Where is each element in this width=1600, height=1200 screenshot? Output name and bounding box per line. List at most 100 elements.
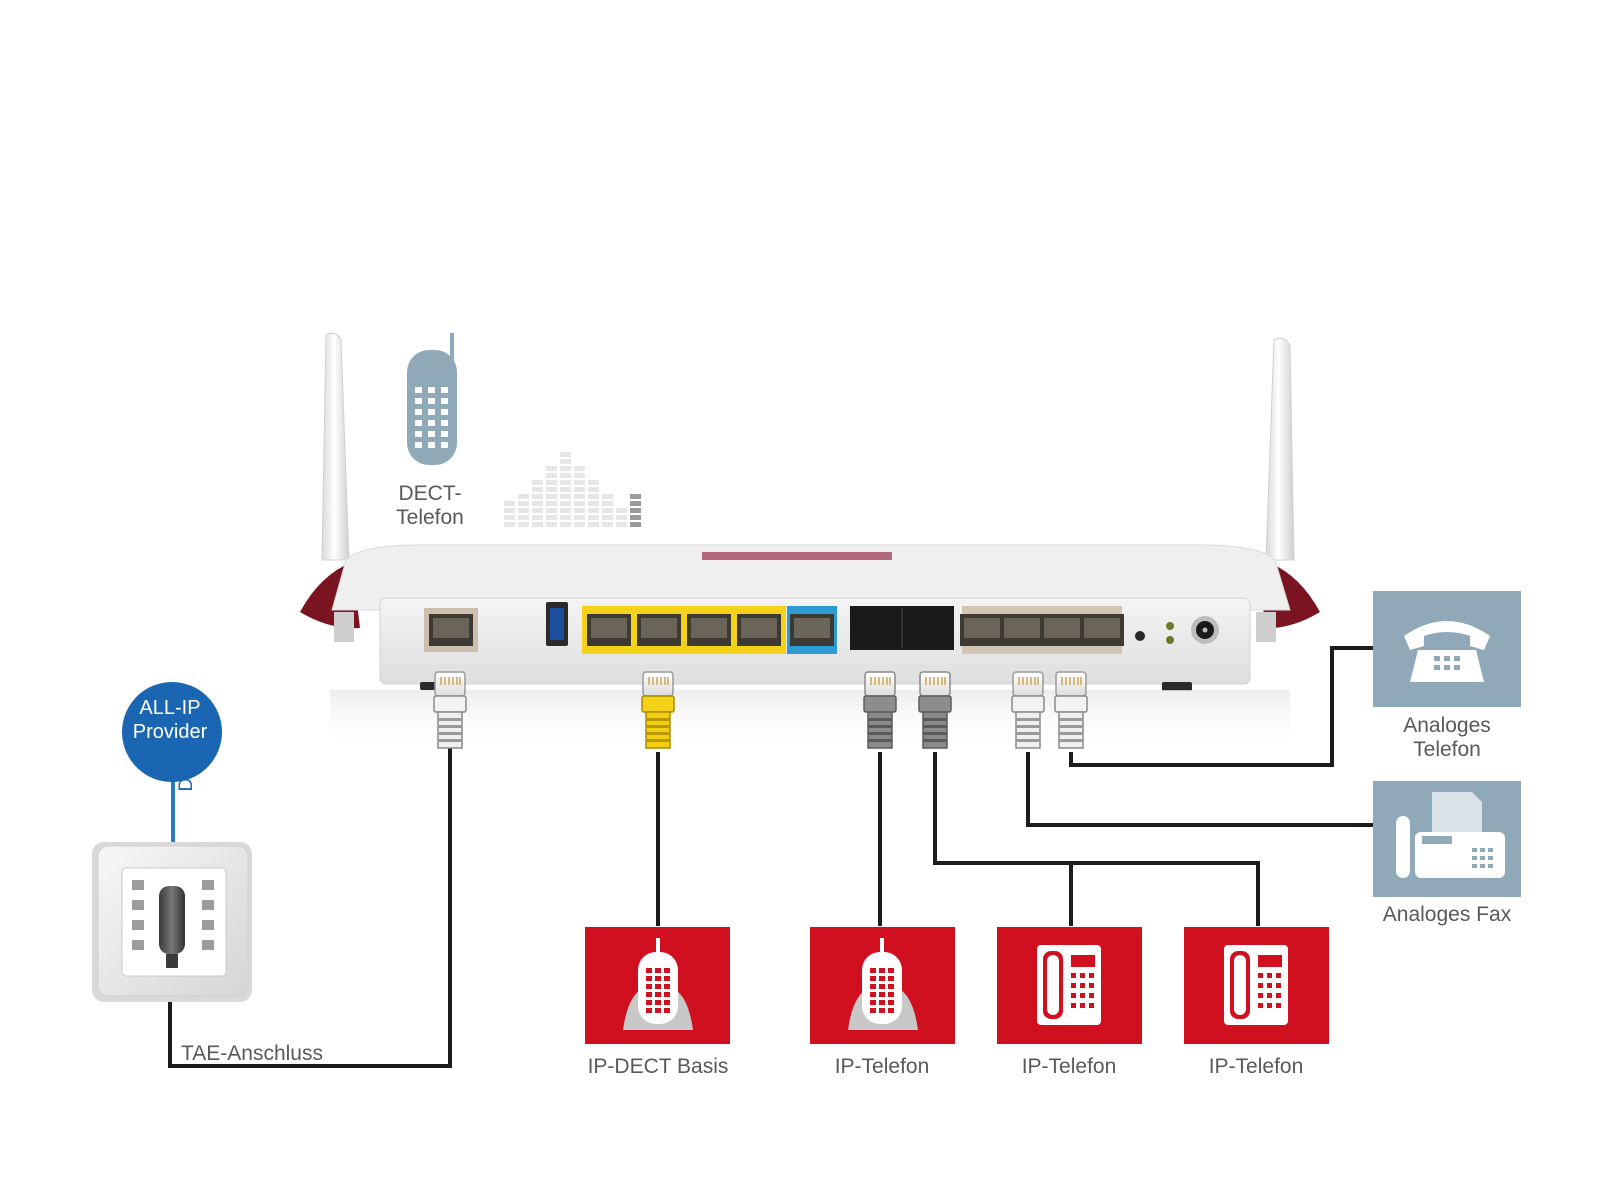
cable-analog-fax xyxy=(1026,752,1373,827)
signal-bar-segment xyxy=(546,501,557,506)
cordless-phone-icon xyxy=(407,333,457,465)
label-provider-line-1: ALL-IP xyxy=(139,697,201,719)
fon-ports xyxy=(960,606,1124,654)
signal-bar-segment xyxy=(546,473,557,478)
ip-phone-2-icon xyxy=(997,927,1142,1044)
label-dect-phone: DECT- Telefon xyxy=(385,482,475,530)
signal-bar-segment xyxy=(574,522,585,527)
signal-bar-segment xyxy=(504,522,515,527)
signal-bar-segment xyxy=(588,522,599,527)
signal-bar-segment xyxy=(560,508,571,513)
label-provider: ALL-IP Provider xyxy=(120,696,220,744)
wan-port xyxy=(787,606,837,654)
signal-bar-segment xyxy=(616,508,627,513)
plug-fon-2 xyxy=(1054,671,1088,749)
signal-bar-segment xyxy=(588,480,599,485)
signal-bar-segment xyxy=(560,522,571,527)
signal-bar-segment xyxy=(532,501,543,506)
antenna-right xyxy=(1265,337,1295,561)
signal-bar-segment xyxy=(532,487,543,492)
signal-bar-segment xyxy=(602,508,613,513)
signal-bar-segment xyxy=(630,508,641,513)
plug-isdn-2 xyxy=(918,671,952,749)
label-analog-phone: Analoges Telefon xyxy=(1372,714,1522,762)
reset-button xyxy=(1135,631,1145,641)
ip-dect-basis-icon xyxy=(585,927,730,1044)
signal-bar-segment xyxy=(574,466,585,471)
signal-bar-segment xyxy=(546,487,557,492)
analog-telephone-icon xyxy=(1373,591,1521,707)
signal-bar-segment xyxy=(574,501,585,506)
cables xyxy=(168,646,1373,1068)
signal-bar-segment xyxy=(518,508,529,513)
label-ip-dect-basis: IP-DECT Basis xyxy=(587,1055,729,1078)
signal-bar-segment xyxy=(630,515,641,520)
signal-bar-segment xyxy=(602,522,613,527)
signal-bar-segment xyxy=(574,473,585,478)
ip-phone-3-icon xyxy=(1184,927,1329,1044)
signal-bar-segment xyxy=(546,466,557,471)
signal-bar-segment xyxy=(588,501,599,506)
signal-bar-segment xyxy=(630,522,641,527)
signal-bar-segment xyxy=(518,501,529,506)
signal-bar-segment xyxy=(560,494,571,499)
lan-ports xyxy=(582,606,786,654)
label-analog-phone-line-1: Analoges xyxy=(1403,714,1491,737)
plug-fon-1 xyxy=(1011,671,1045,749)
signal-bar-segment xyxy=(616,515,627,520)
signal-bar-segment xyxy=(574,508,585,513)
signal-bar-segment xyxy=(518,522,529,527)
provider-circle xyxy=(122,682,222,782)
label-ip-phone-1: IP-Telefon xyxy=(834,1055,930,1078)
signal-bar-segment xyxy=(560,459,571,464)
tae-socket xyxy=(92,842,252,1002)
label-analog-phone-line-2: Telefon xyxy=(1413,738,1481,761)
signal-bar-segment xyxy=(588,515,599,520)
label-provider-line-2: Provider xyxy=(132,721,208,743)
signal-bar-segment xyxy=(504,515,515,520)
signal-bar-segment xyxy=(546,480,557,485)
label-analog-fax: Analoges Fax xyxy=(1382,903,1512,926)
dsl-port xyxy=(424,608,478,652)
signal-bar-segment xyxy=(504,501,515,506)
signal-bar-segment xyxy=(602,515,613,520)
cable-analog-phone xyxy=(1069,646,1373,767)
signal-bar-segment xyxy=(532,522,543,527)
signal-bar-segment xyxy=(574,480,585,485)
signal-bar-segment xyxy=(560,480,571,485)
signal-bar-segment xyxy=(588,508,599,513)
fax-machine-icon xyxy=(1373,781,1521,897)
signal-bar-segment xyxy=(630,501,641,506)
label-dect-phone-line-1: DECT- xyxy=(398,482,462,505)
plug-dsl xyxy=(433,671,467,749)
signal-bar-segment xyxy=(560,501,571,506)
signal-bar-segment xyxy=(588,494,599,499)
signal-bar-segment xyxy=(546,522,557,527)
signal-bar-segment xyxy=(560,515,571,520)
label-ip-phone-3: IP-Telefon xyxy=(1208,1055,1304,1078)
signal-bar-segment xyxy=(532,480,543,485)
signal-bar-segment xyxy=(560,452,571,457)
signal-bar-segment xyxy=(588,487,599,492)
antenna-left xyxy=(321,332,350,561)
router xyxy=(300,332,1320,750)
isdn-ports xyxy=(850,606,954,650)
label-dsl: DSL xyxy=(176,754,197,792)
signal-bar-segment xyxy=(518,515,529,520)
signal-bar-segment xyxy=(546,494,557,499)
signal-bar-segment xyxy=(546,508,557,513)
usb-port xyxy=(546,602,568,646)
cable-dsl-to-tae xyxy=(168,745,452,1068)
signal-bar-segment xyxy=(532,515,543,520)
signal-bar-segment xyxy=(574,494,585,499)
signal-bar-segment xyxy=(630,494,641,499)
label-ip-phone-2: IP-Telefon xyxy=(1021,1055,1117,1078)
signal-bar-segment xyxy=(560,487,571,492)
signal-bar-segment xyxy=(602,494,613,499)
tae-plug xyxy=(159,886,185,954)
label-tae: TAE-Anschluss xyxy=(181,1042,323,1065)
label-dect-phone-line-2: Telefon xyxy=(396,506,464,529)
signal-bar-segment xyxy=(546,515,557,520)
signal-bars-icon xyxy=(504,452,641,527)
